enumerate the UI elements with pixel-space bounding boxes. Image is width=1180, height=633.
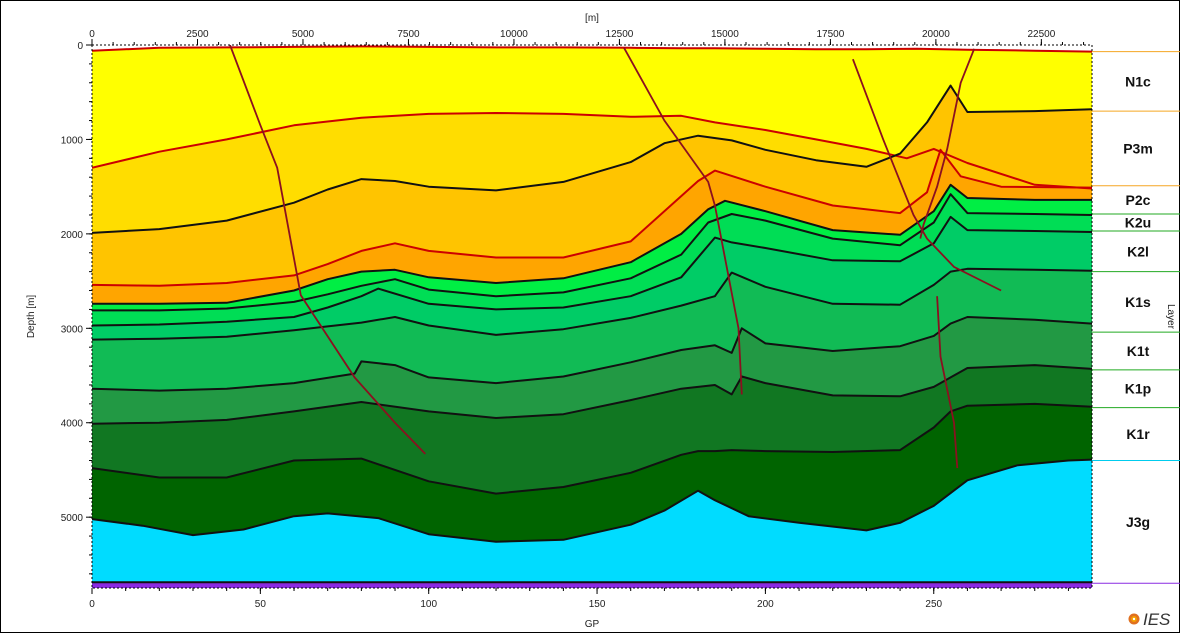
left-axis-title: Depth [m] [26,295,37,339]
top-tick-label: 5000 [292,29,315,40]
top-tick-label: 7500 [397,29,420,40]
horizon-line-2 [92,112,1092,190]
left-tick-label: 3000 [61,324,84,335]
fault-line-5 [936,296,959,469]
horizon-line-12 [92,458,1092,543]
bottom-tick-label: 0 [89,599,95,610]
layer-label-p2c: P2c [1126,192,1151,208]
horizon-line-6 [92,193,1092,312]
layer-label-j3g: J3g [1126,514,1150,530]
top-axis-title: [m] [585,13,599,24]
layer-label-n1c: N1c [1125,73,1151,89]
top-tick-label: 22500 [1027,29,1055,40]
top-tick-label: 15000 [711,29,739,40]
horizon-line-8 [92,267,1092,341]
layer-label-k1t: K1t [1127,343,1150,359]
bottom-tick-label: 100 [420,599,437,610]
bottom-axis-title: GP [585,619,600,630]
horizon-line-4 [92,148,1092,287]
left-axis: 0 1000 2000 3000 4000 5000 [61,41,92,575]
layer-label-k1r: K1r [1126,426,1150,442]
layer-label-k1s: K1s [1125,294,1151,310]
top-tick-label: 2500 [186,29,209,40]
fault-line-1 [229,45,426,455]
left-tick-label: 1000 [61,135,84,146]
horizon-fill-13 [92,582,1092,588]
horizon-fill-12 [92,459,1092,588]
bottom-axis: 0 50 100 150 200 250 [89,588,1069,610]
layer-label-p3m: P3m [1123,140,1153,156]
horizon-line-11 [92,402,1092,495]
layer-label-k2u: K2u [1125,215,1151,231]
top-tick-label: 20000 [922,29,950,40]
fault-line-4 [919,48,976,239]
fault-line-3 [852,58,1002,292]
layer-axis-title: Layer [1165,304,1176,330]
top-axis: 0 2500 5000 7500 10000 12500 15000 17500 20000 22… [89,29,1085,45]
logo-text: IES [1143,610,1171,629]
flower-icon [1128,613,1140,625]
bottom-tick-label: 250 [925,599,942,610]
top-tick-label: 0 [89,29,95,40]
ies-logo: IES [1128,610,1171,629]
bottom-tick-label: 200 [757,599,774,610]
horizon-fills [92,46,1092,588]
left-tick-label: 0 [77,41,83,52]
fault-line-2 [623,47,743,395]
left-tick-label: 5000 [61,513,84,524]
plot-border [91,44,1093,589]
plot-area [92,45,1092,588]
layer-label-k1p: K1p [1125,381,1151,397]
top-tick-label: 10000 [500,29,528,40]
horizon-line-1 [92,45,1092,53]
top-tick-label: 17500 [816,29,844,40]
left-tick-label: 4000 [61,419,84,430]
bottom-tick-label: 150 [589,599,606,610]
horizon-line-5 [92,183,1092,305]
layer-label-k2l: K2l [1127,243,1149,259]
left-tick-label: 2000 [61,230,84,241]
top-tick-label: 12500 [606,29,634,40]
bottom-tick-label: 50 [255,599,267,610]
fault-lines [229,45,1002,469]
horizon-line-3 [92,84,1092,234]
